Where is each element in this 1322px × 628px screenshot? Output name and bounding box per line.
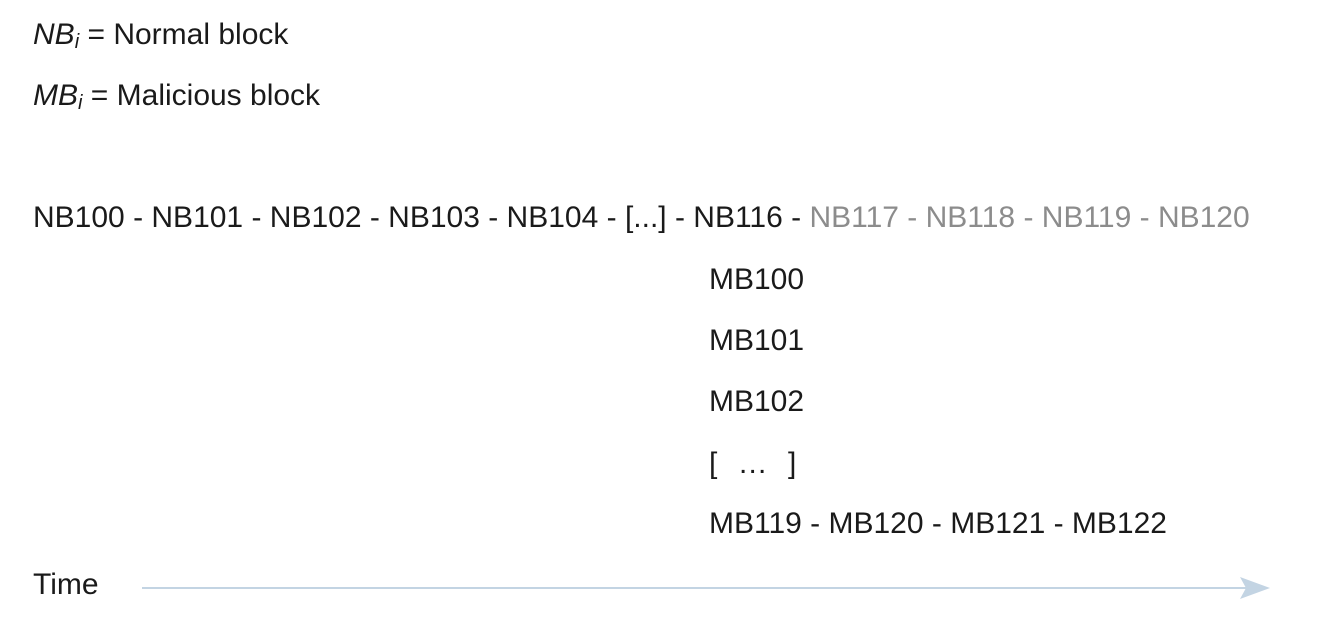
malicious-block-row: MB102 [709, 385, 805, 418]
legend-normal-block: NBi = Normal block [33, 17, 288, 60]
malicious-block-row: MB101 [709, 324, 805, 357]
legend-normal-symbol-text: NB [33, 18, 75, 51]
time-arrow-icon [142, 577, 1270, 599]
normal-block-chain: NB100 - NB101 - NB102 - NB103 - NB104 - … [33, 200, 1250, 236]
malicious-block-ellipsis: [ … ] [709, 447, 797, 480]
legend-malicious-text: = Malicious block [82, 79, 321, 112]
legend-normal-text: = Normal block [79, 18, 289, 51]
malicious-chain-tail: MB119 - MB120 - MB121 - MB122 [709, 507, 1167, 540]
legend-malicious-subscript: i [78, 92, 83, 114]
time-axis-label: Time [33, 568, 99, 601]
legend-malicious-symbol: MBi [33, 79, 83, 114]
normal-chain-orphaned: NB117 - NB118 - NB119 - NB120 [809, 201, 1250, 234]
malicious-block-row: MB100 [709, 263, 805, 296]
legend-normal-symbol: NBi [33, 18, 80, 53]
time-arrow-head [1240, 577, 1270, 599]
legend-normal-subscript: i [74, 31, 80, 53]
normal-chain-confirmed: NB100 - NB101 - NB102 - NB103 - NB104 - … [33, 201, 810, 234]
legend-malicious-block: MBi = Malicious block [33, 78, 320, 121]
legend-malicious-symbol-text: MB [33, 79, 78, 112]
